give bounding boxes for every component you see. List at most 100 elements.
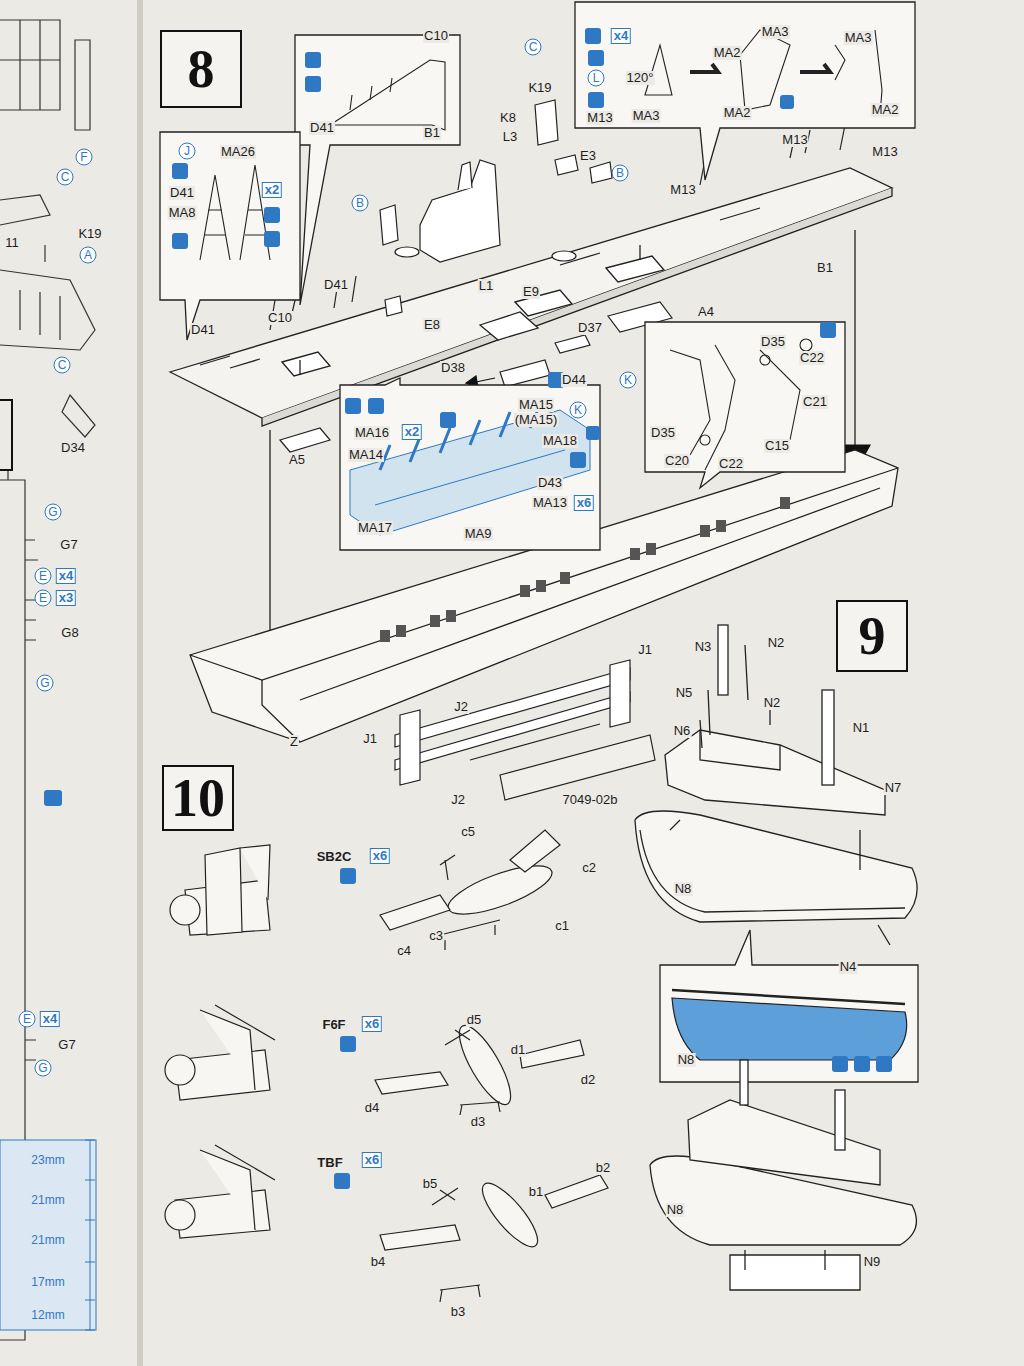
aircraft-type: TBF	[316, 1156, 343, 1170]
callout-parts-shape	[690, 64, 830, 72]
part-number: N7	[884, 781, 903, 795]
part-number: b5	[422, 1177, 438, 1191]
part-number: C20	[664, 454, 690, 468]
part-number: M13	[781, 133, 808, 147]
part-number: D44	[561, 373, 587, 387]
tug-lower-shape	[688, 1100, 880, 1185]
instruction-icons-shape	[345, 398, 361, 414]
part-number: d4	[364, 1101, 380, 1115]
aircraft-exploded-shape	[450, 1019, 519, 1111]
part-number: d3	[470, 1115, 486, 1129]
part-number: L1	[478, 279, 494, 293]
instruction-icons-shape	[172, 163, 188, 179]
dimension-label: 21mm	[30, 1193, 65, 1207]
part-number: N2	[763, 696, 782, 710]
quantity-tag: x6	[362, 1152, 382, 1168]
part-number: MA3	[761, 25, 790, 39]
part-number: C22	[799, 351, 825, 365]
page-fold-shape	[137, 0, 143, 1366]
part-number: MA26	[220, 145, 256, 159]
aircraft-exploded-shape	[474, 1176, 545, 1254]
instruction-icons-shape	[305, 52, 321, 68]
sprue-letter: C	[57, 169, 74, 186]
hull-openings-shape	[536, 580, 546, 592]
dimension-ruler-shape	[0, 1140, 96, 1330]
callout-parts-shape	[670, 345, 800, 470]
part-number: B1	[423, 126, 441, 140]
hull-openings-shape	[560, 572, 570, 584]
step-number-box: 8	[160, 30, 242, 108]
part-number: G7	[59, 538, 78, 552]
assembly-arrows-shape	[854, 230, 855, 445]
hull-openings-shape	[446, 610, 456, 622]
previous-step-art-shape	[0, 195, 50, 225]
tug-hull-detail-shape	[672, 990, 905, 1004]
tug-lower-shape	[740, 1060, 748, 1105]
previous-step-art-shape	[62, 395, 95, 437]
part-number: E9	[522, 285, 540, 299]
sprue-letter: E	[35, 590, 52, 607]
quantity-tag: x3	[56, 590, 76, 606]
display-stand-shape	[470, 724, 600, 760]
part-number: C21	[802, 395, 828, 409]
previous-step-art-shape	[75, 40, 90, 130]
instruction-icons	[44, 28, 892, 1189]
part-number: c4	[396, 944, 412, 958]
part-number: d5	[466, 1013, 482, 1027]
part-number: C10	[267, 311, 293, 325]
part-number: b4	[370, 1255, 386, 1269]
sprue-letter: J	[179, 143, 196, 160]
part-number: J2	[453, 700, 469, 714]
previous-step-art	[0, 20, 95, 1340]
part-number: B1	[816, 261, 834, 275]
tug-lower-shape	[745, 1250, 825, 1270]
aircraft-folded-shape	[165, 1055, 195, 1085]
aircraft-folded-shape	[170, 895, 200, 925]
instruction-icons-shape	[854, 1056, 870, 1072]
part-number: N5	[675, 686, 694, 700]
quantity-tag: x4	[56, 568, 76, 584]
deck-parts-shape	[500, 335, 590, 387]
tug-lower-shape	[835, 1090, 845, 1150]
callout-bubbles	[160, 2, 918, 1082]
page-fold	[137, 0, 143, 1366]
part-number: D35	[760, 335, 786, 349]
tug-upper-shape	[640, 830, 905, 912]
part-number: M13	[669, 183, 696, 197]
tug-upper-shape	[665, 730, 885, 815]
instruction-icons-shape	[44, 790, 62, 806]
assembly-arrows-shape	[476, 378, 495, 382]
instruction-icons-shape	[585, 28, 601, 44]
callout-parts-shape	[645, 30, 882, 115]
deck-parts-shape	[458, 162, 472, 190]
instruction-icons-shape	[876, 1056, 892, 1072]
sprue-letter: G	[35, 1060, 52, 1077]
part-number: L3	[502, 130, 518, 144]
aircraft-type: SB2C	[316, 850, 353, 864]
part-number: D35	[650, 426, 676, 440]
tug-hull-detail-shape	[672, 998, 907, 1060]
callout-bubbles-shape	[340, 378, 600, 550]
step-number: 8	[188, 41, 215, 97]
callout-parts-shape	[330, 60, 445, 130]
part-number: c1	[554, 919, 570, 933]
part-number: N9	[863, 1255, 882, 1269]
tug-upper-shape	[700, 645, 770, 748]
part-number: N8	[674, 882, 693, 896]
aircraft-folded-shape	[200, 1145, 275, 1230]
tug-upper-shape	[700, 730, 780, 770]
part-number: MA8	[168, 206, 197, 220]
part-number: C15	[764, 439, 790, 453]
sprue-letter: C	[54, 357, 71, 374]
deck-parts-shape	[420, 160, 500, 262]
quantity-tag: x2	[402, 424, 422, 440]
dimension-label: 12mm	[30, 1308, 65, 1322]
part-number: MA14	[348, 448, 384, 462]
instruction-icons-shape	[780, 95, 794, 109]
sprue-letter: G	[45, 504, 62, 521]
instruction-icons-shape	[588, 92, 604, 108]
sprue-letter: E	[19, 1011, 36, 1028]
aircraft-exploded-shape	[440, 1285, 480, 1302]
part-number: D41	[323, 278, 349, 292]
dimension-ruler	[0, 1140, 96, 1330]
